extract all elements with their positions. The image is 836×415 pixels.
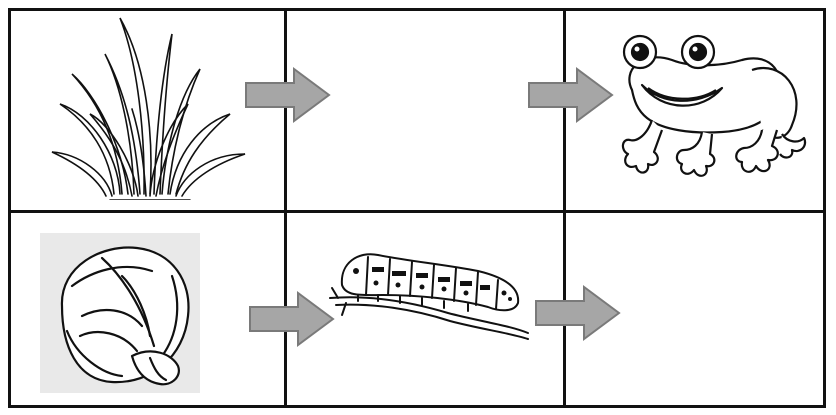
- arrow-right-icon: [528, 67, 614, 123]
- arrow-right-icon: [249, 291, 335, 347]
- arrow-right-icon: [245, 67, 331, 123]
- cell-row2-col3-empty[interactable]: [566, 213, 823, 405]
- frog-icon: [621, 34, 807, 177]
- caterpillar-icon: [329, 253, 529, 340]
- column-divider-1: [284, 8, 287, 408]
- cabbage-icon: [60, 246, 190, 386]
- cell-row1-col2-empty[interactable]: [287, 11, 563, 210]
- column-divider-2: [563, 8, 566, 408]
- grass-icon: [51, 17, 246, 200]
- table-frame: [8, 8, 826, 408]
- row-divider: [8, 210, 826, 213]
- arrow-right-icon: [535, 285, 621, 341]
